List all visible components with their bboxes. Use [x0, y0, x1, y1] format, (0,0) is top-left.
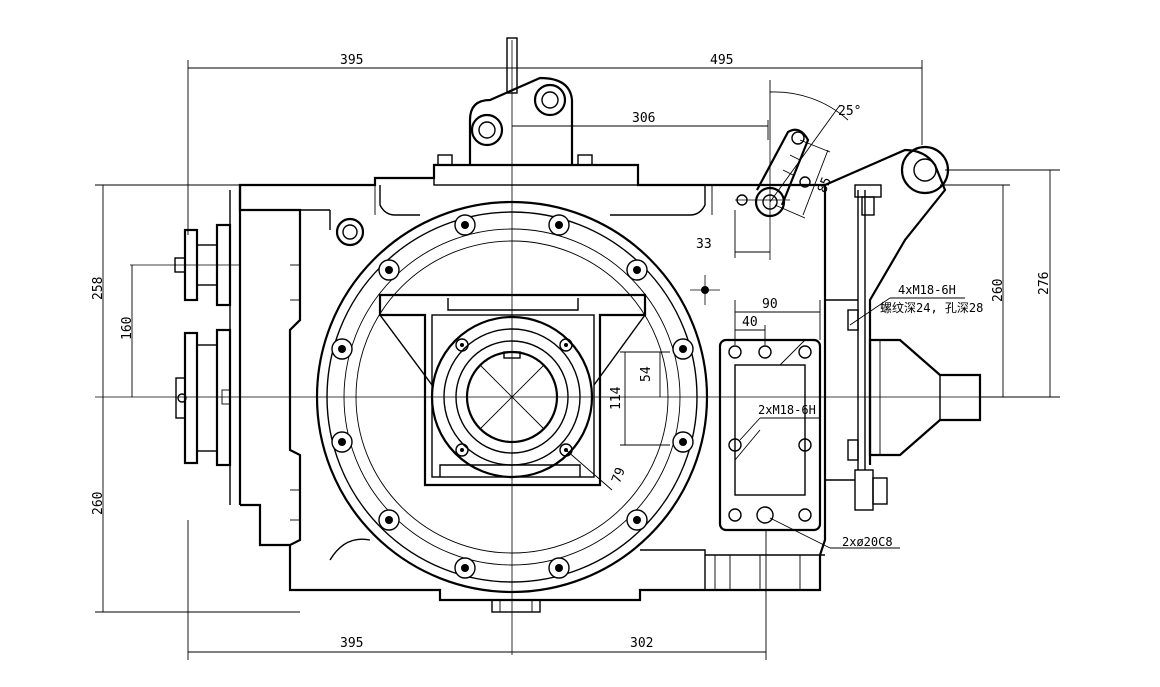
- dim-left-258: 258: [91, 277, 106, 300]
- dim-right-260: 260: [991, 279, 1006, 302]
- note-pin-holes: 2xø20C8: [842, 535, 893, 549]
- gearbox-housing: [229, 154, 827, 613]
- flange-bolts: [331, 214, 694, 579]
- dim-left-160: 160: [120, 317, 135, 340]
- note-thread-4x-depth: 螺纹深24, 孔深28: [880, 301, 983, 315]
- dimension-labels: 395 495 306 25° 85 33 258 160 260 260 27…: [91, 53, 1052, 651]
- dim-angle-25: 25°: [838, 104, 861, 119]
- dim-bottom-395: 395: [340, 636, 363, 651]
- dim-bottom-302: 302: [630, 636, 653, 651]
- dim-90: 90: [762, 297, 778, 312]
- dim-306: 306: [632, 111, 655, 126]
- dim-33: 33: [696, 237, 712, 252]
- dimension-lines: [95, 60, 1060, 660]
- top-bracket: [468, 37, 574, 165]
- main-flange: [315, 200, 709, 594]
- dim-left-260: 260: [91, 492, 106, 515]
- dim-85: 85: [815, 175, 835, 195]
- dim-114: 114: [609, 386, 624, 410]
- reference-marker: [701, 286, 709, 294]
- dim-top-395: 395: [340, 53, 363, 68]
- note-thread-2x: 2xM18-6H: [758, 403, 816, 417]
- right-structure: [824, 145, 982, 511]
- dim-54: 54: [639, 366, 654, 382]
- note-thread-4x: 4xM18-6H: [898, 283, 956, 297]
- lever-arm: [736, 80, 849, 219]
- center-lines: [95, 40, 1060, 655]
- dim-79: 79: [609, 466, 628, 486]
- left-flanges: [174, 223, 232, 467]
- callout-notes: 4xM18-6H 螺纹深24, 孔深28 2xM18-6H 2xø20C8: [758, 283, 983, 549]
- dim-right-276: 276: [1037, 272, 1052, 295]
- dim-top-495: 495: [710, 53, 733, 68]
- right-flange-plate: [718, 338, 822, 532]
- dim-40: 40: [742, 315, 758, 330]
